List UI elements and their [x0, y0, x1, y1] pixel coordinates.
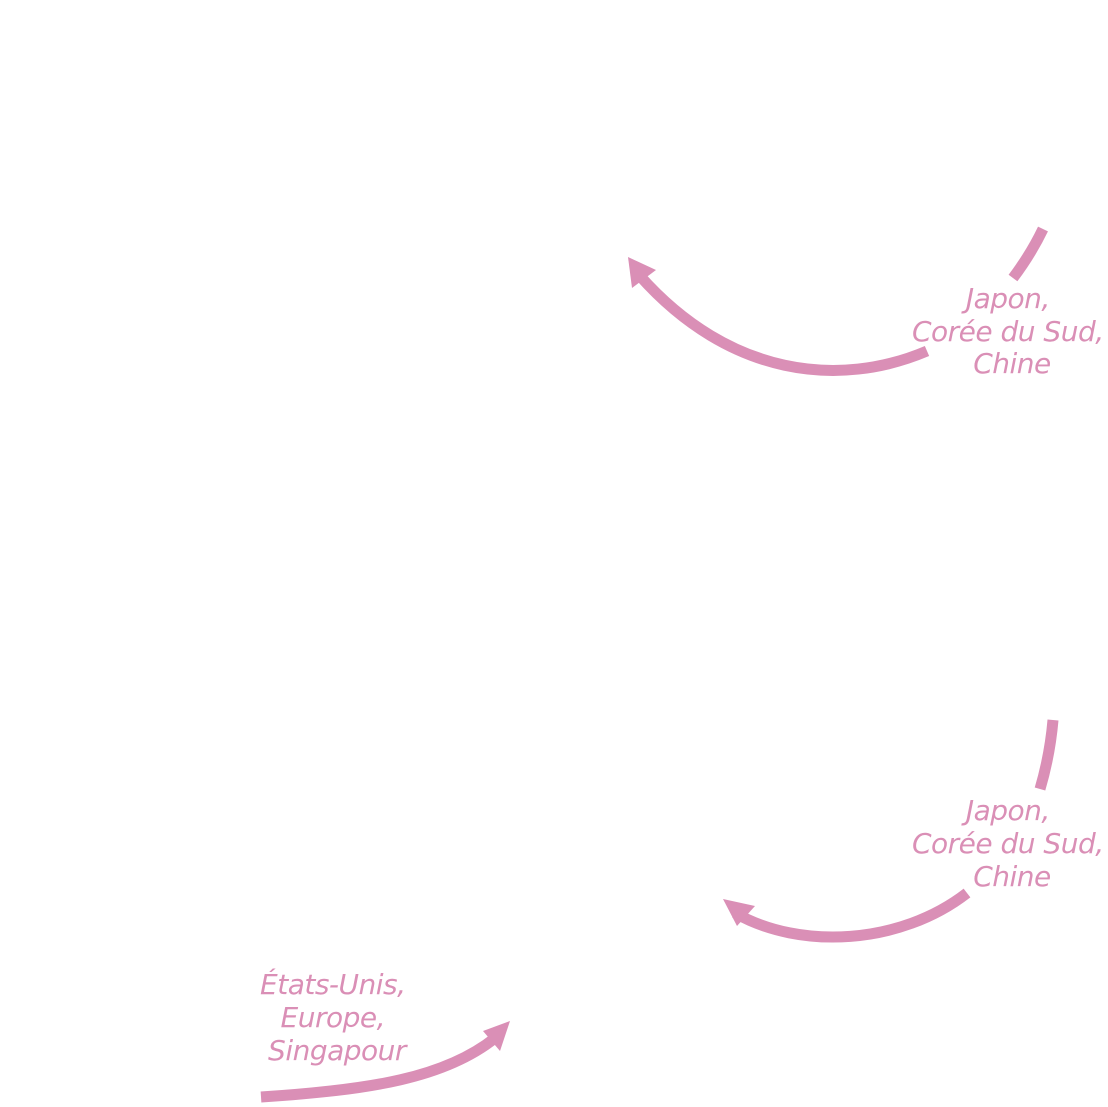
- flow-top-arc: [635, 272, 930, 376]
- flow-top-label: Japon, Corée du Sud, Chine: [912, 282, 1108, 380]
- flow-middle-label-line-2: Corée du Sud,: [912, 827, 1104, 860]
- flow-bottom-arrowhead: [483, 1021, 510, 1051]
- flow-top-tick: [1008, 226, 1048, 282]
- flow-bottom-label: États-Unis, Europe, Singapour: [260, 967, 414, 1067]
- flow-top-label-line-1: Japon,: [961, 282, 1050, 315]
- flow-bottom-label-line-3: Singapour: [268, 1034, 408, 1067]
- flow-bottom: États-Unis, Europe, Singapour: [260, 967, 510, 1103]
- flow-middle-label-line-3: Chine: [973, 860, 1051, 893]
- flow-middle-tick: [1034, 719, 1059, 791]
- flow-top-label-line-3: Chine: [973, 347, 1051, 380]
- flow-bottom-label-line-1: États-Unis,: [260, 967, 406, 1001]
- flow-bottom-label-line-2: Europe,: [281, 1001, 385, 1034]
- flow-top-label-line-2: Corée du Sud,: [912, 315, 1104, 348]
- flow-top: Japon, Corée du Sud, Chine: [628, 226, 1108, 380]
- flow-top-arrowhead: [628, 257, 656, 288]
- flow-middle-label-line-1: Japon,: [961, 794, 1050, 827]
- flow-middle: Japon, Corée du Sud, Chine: [723, 719, 1108, 943]
- flow-middle-label: Japon, Corée du Sud, Chine: [912, 794, 1108, 893]
- flow-middle-arrowhead: [723, 899, 755, 926]
- flow-bottom-arc: [260, 1033, 499, 1103]
- flow-middle-arc: [732, 888, 971, 943]
